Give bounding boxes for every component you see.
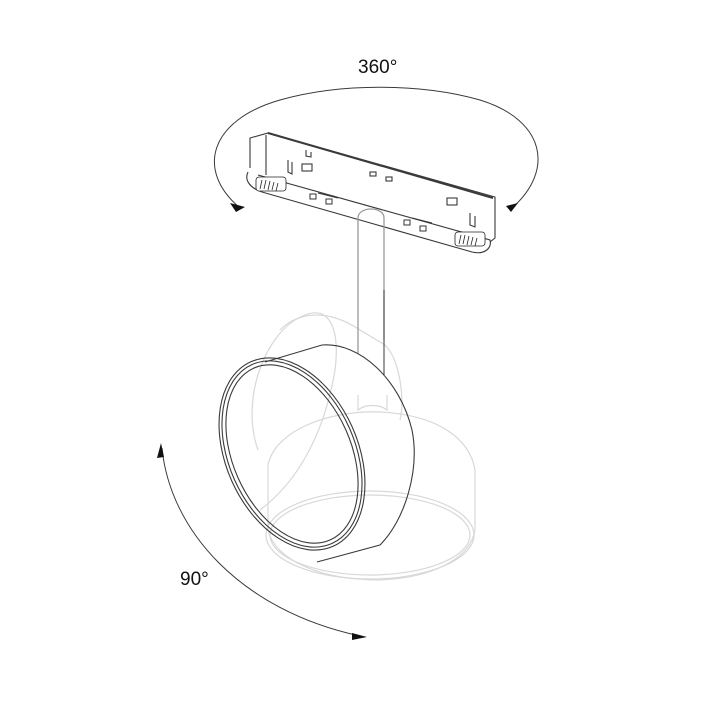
arrowhead-up-icon [157,443,164,458]
rotation-90-arrow [161,447,361,637]
rotation-360-label: 360° [358,57,398,78]
tilt-90-label: 90° [180,569,209,590]
arrowhead-right-bottom-icon [352,633,367,640]
arrowhead-right-icon [506,203,518,212]
lamp-head [218,344,415,563]
connector-left-icon [255,176,287,192]
track-adapter [246,132,496,254]
arrowhead-left-icon [230,203,245,212]
stem [357,208,385,353]
ghost-lamp-outline [251,312,476,581]
connector-right-icon [454,231,486,247]
lock-symbols-icon [309,192,433,232]
rotation-360-arrow [214,86,539,209]
